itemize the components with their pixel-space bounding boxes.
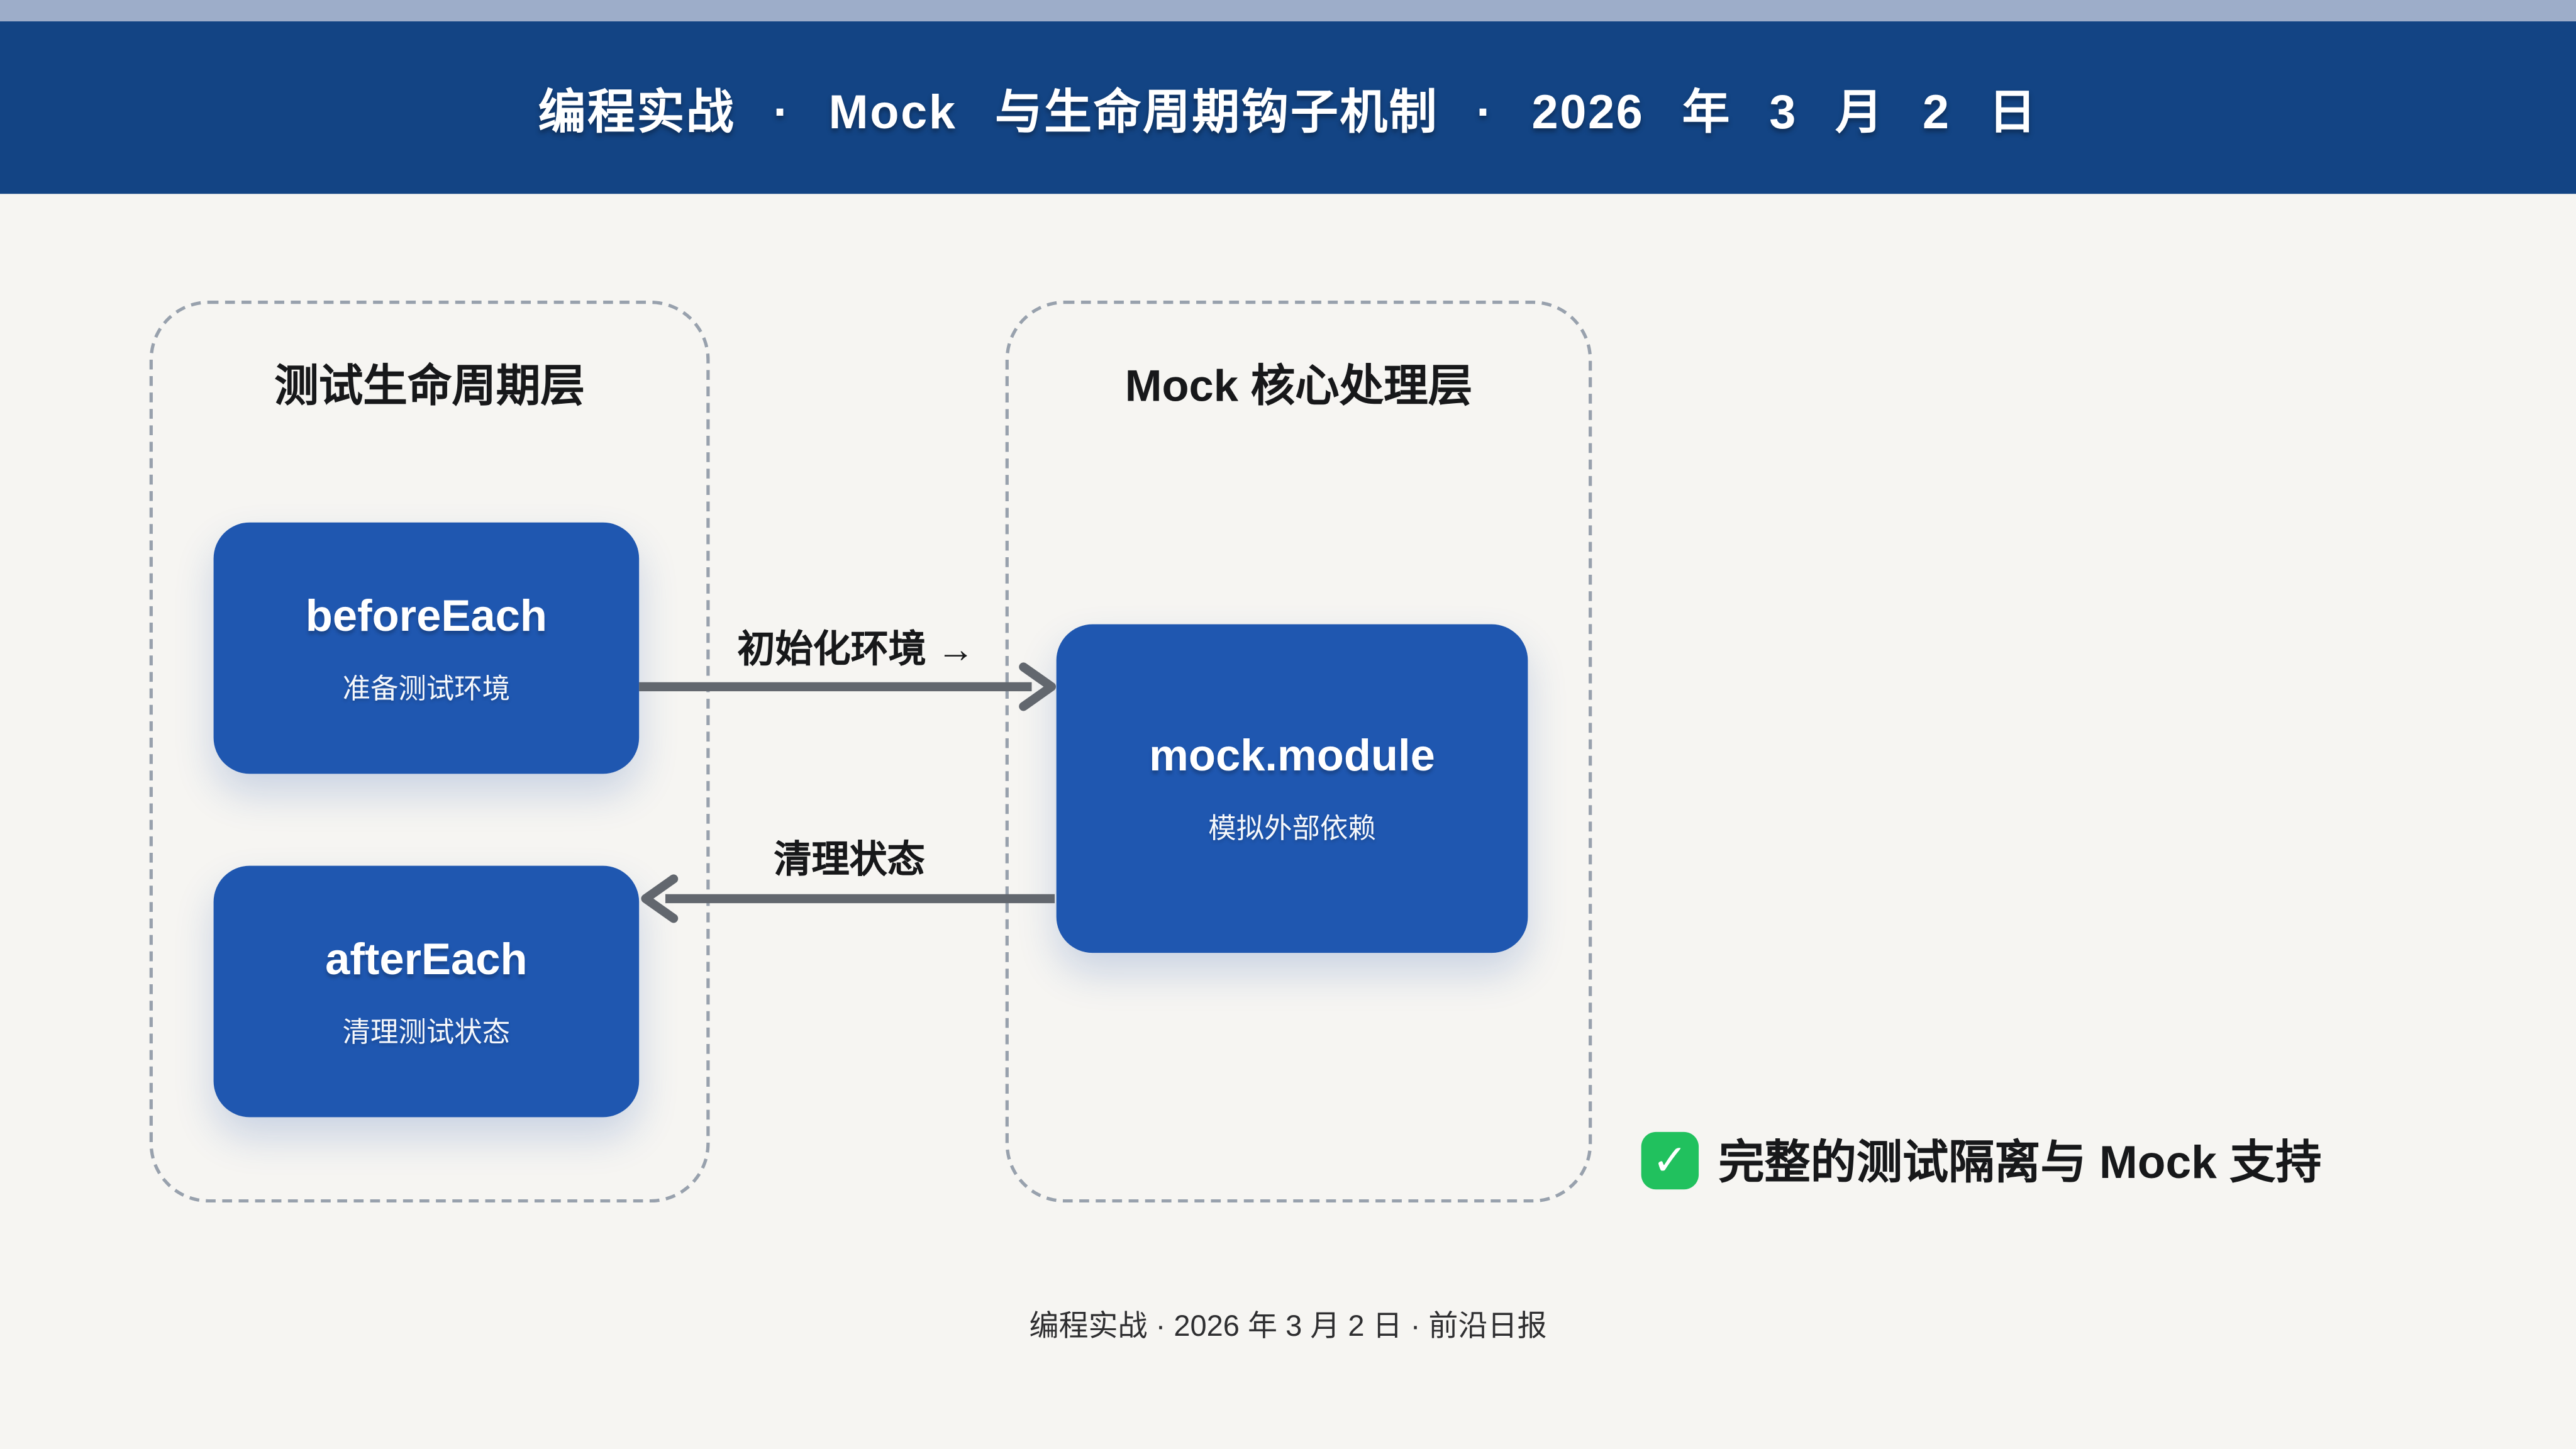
- node-mock-module-title: mock.module: [1149, 731, 1435, 780]
- node-mock-module: mock.module 模拟外部依赖: [1056, 624, 1528, 953]
- panel-mock-core: Mock 核心处理层: [1005, 301, 1592, 1203]
- node-afterEach: afterEach 清理测试状态: [213, 865, 640, 1118]
- arrow-left-icon: [641, 874, 1055, 923]
- arrow-label-init-env: 初始化环境 →: [737, 627, 975, 670]
- footer-caption: 编程实战 · 2026 年 3 月 2 日 · 前沿日报: [1029, 1309, 1547, 1343]
- panel-mock-core-title: Mock 核心处理层: [1124, 361, 1473, 411]
- node-beforeEach-subtitle: 准备测试环境: [342, 672, 511, 704]
- arrow-label-clean-state: 清理状态: [774, 838, 925, 881]
- node-beforeEach: beforeEach 准备测试环境: [213, 522, 640, 774]
- arrow-right-icon: [639, 662, 1057, 711]
- panel-test-lifecycle-title: 测试生命周期层: [274, 361, 585, 411]
- node-afterEach-subtitle: 清理测试状态: [342, 1016, 511, 1048]
- summary-check-line: ✓ 完整的测试隔离与 Mock 支持: [1641, 1127, 2322, 1192]
- page-title: 编程实战 · Mock 与生命周期钩子机制 · 2026 年 3 月 2 日: [538, 86, 2038, 139]
- summary-text: 完整的测试隔离与 Mock 支持: [1718, 1136, 2322, 1188]
- node-beforeEach-title: beforeEach: [305, 591, 547, 640]
- node-afterEach-title: afterEach: [325, 934, 528, 984]
- top-accent-strip: [0, 0, 2576, 21]
- node-mock-module-subtitle: 模拟外部依赖: [1208, 813, 1376, 845]
- panel-test-lifecycle: 测试生命周期层: [149, 301, 710, 1203]
- check-icon: ✓: [1641, 1131, 1699, 1189]
- check-glyph: ✓: [1652, 1134, 1688, 1184]
- header-bar: 编程实战 · Mock 与生命周期钩子机制 · 2026 年 3 月 2 日: [0, 21, 2576, 194]
